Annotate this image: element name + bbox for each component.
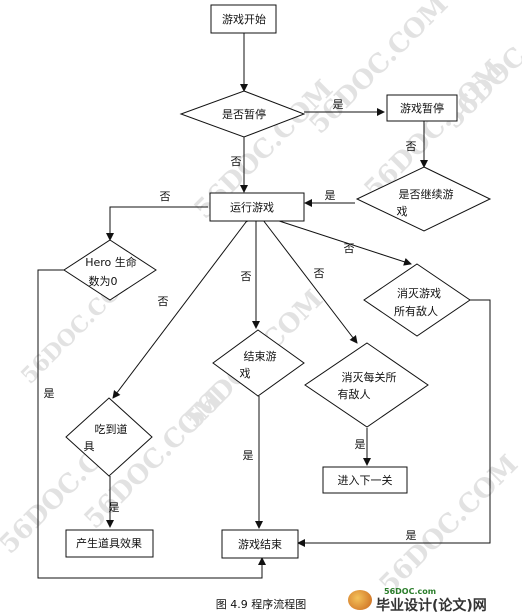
edge-label-no: 否 bbox=[231, 155, 242, 168]
edge-running-to-item bbox=[112, 214, 254, 399]
logo-badge-icon bbox=[348, 590, 372, 610]
edge-label-yes: 是 bbox=[243, 449, 254, 462]
node-next-level bbox=[322, 466, 408, 494]
edge-label-no: 否 bbox=[344, 242, 355, 255]
edge-running-to-clearlevel bbox=[255, 212, 358, 344]
node-continue-label: 是否继续游 bbox=[399, 187, 454, 201]
edge-label-yes: 是 bbox=[355, 438, 366, 451]
edge-label-no: 否 bbox=[241, 270, 252, 283]
edge-label-yes: 是 bbox=[44, 387, 55, 400]
node-clearall-label: 所有敌人 bbox=[394, 304, 438, 318]
node-item-effect bbox=[65, 529, 154, 558]
node-pause-label: 是否暂停 bbox=[222, 107, 266, 121]
node-end-decision bbox=[212, 329, 305, 397]
edge-label-yes: 是 bbox=[333, 98, 344, 111]
node-item-effect-label: 产生道具效果 bbox=[76, 536, 142, 550]
logo-small-text: 56DOC.com bbox=[384, 587, 437, 596]
edge-label-yes: 是 bbox=[406, 529, 417, 542]
connectors bbox=[37, 33, 491, 579]
edge-clearall-yes bbox=[297, 299, 491, 547]
node-clearall-decision bbox=[363, 263, 471, 337]
edge-label-no: 否 bbox=[406, 140, 417, 153]
edge-label-no: 否 bbox=[158, 295, 169, 308]
edge-hero-yes bbox=[37, 269, 266, 579]
figure-caption: 图 4.9 程序流程图 bbox=[215, 598, 307, 611]
edge-label-yes: 是 bbox=[109, 501, 120, 514]
node-start-label: 游戏开始 bbox=[222, 12, 266, 26]
node-hero-decision bbox=[63, 239, 157, 301]
edge-running-to-hero bbox=[106, 206, 208, 241]
node-game-over-label: 游戏结束 bbox=[238, 538, 282, 551]
node-clearlevel-decision bbox=[304, 342, 429, 428]
node-clearlevel-label: 有敌人 bbox=[338, 387, 371, 401]
node-end-label: 戏 bbox=[240, 367, 251, 380]
node-running bbox=[209, 192, 305, 222]
edge-label-no: 否 bbox=[160, 190, 171, 203]
node-clearlevel-label: 消灭每关所 bbox=[342, 370, 397, 384]
node-pause-decision bbox=[179, 90, 306, 138]
node-next-level-label: 进入下一关 bbox=[338, 473, 393, 487]
node-game-over bbox=[221, 529, 299, 559]
node-item-decision bbox=[65, 397, 153, 477]
node-clearall-label: 消灭游戏 bbox=[397, 286, 441, 300]
node-end-label: 结束游 bbox=[244, 350, 277, 363]
logo-main-text: 毕业设计(论文)网 bbox=[376, 598, 487, 614]
site-logo: 56DOC.com 毕业设计(论文)网 bbox=[344, 587, 514, 614]
node-item-label: 吃到道 bbox=[95, 422, 128, 436]
node-continue-label: 戏 bbox=[397, 205, 408, 218]
edge-label-no: 否 bbox=[314, 267, 325, 280]
node-item-label: 具 bbox=[84, 440, 95, 453]
node-start bbox=[210, 4, 277, 34]
node-running-label: 运行游戏 bbox=[230, 201, 274, 214]
node-hero-label: Hero 生命 bbox=[85, 255, 137, 269]
node-paused bbox=[386, 94, 458, 122]
node-hero-label: 数为0 bbox=[89, 275, 118, 288]
edge-label-yes: 是 bbox=[325, 189, 336, 202]
node-paused-label: 游戏暂停 bbox=[400, 101, 444, 115]
node-continue-decision bbox=[355, 166, 492, 232]
